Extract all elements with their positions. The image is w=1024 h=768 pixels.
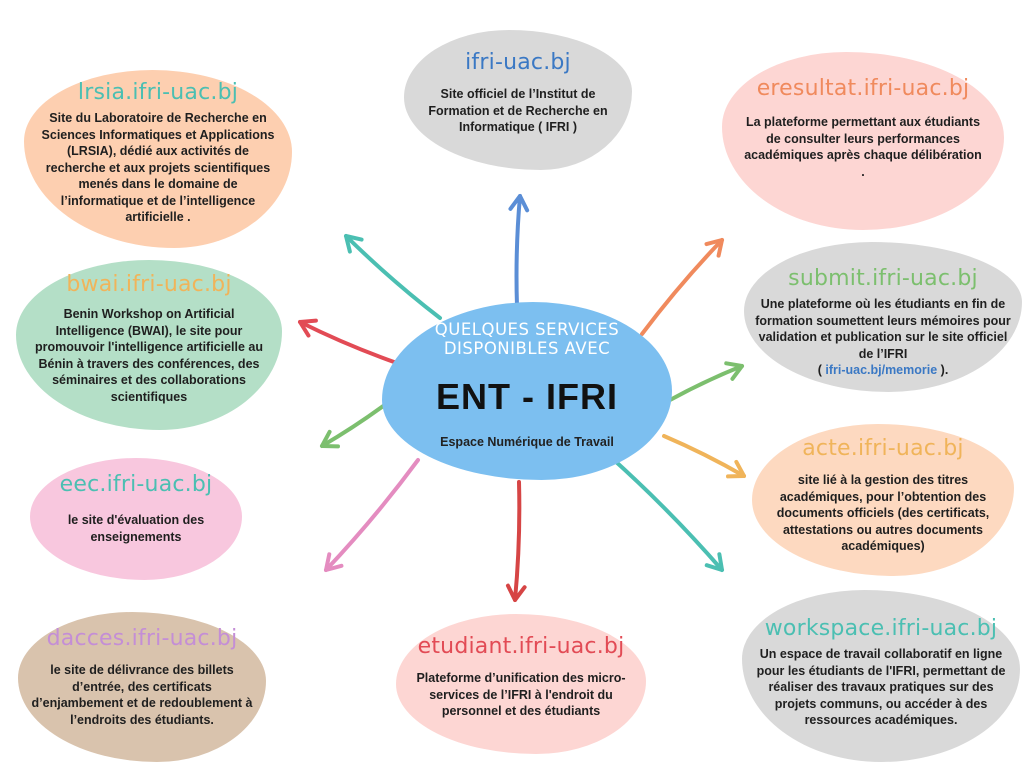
service-title-workspace[interactable]: workspace.ifri-uac.bj — [764, 616, 998, 641]
service-title-lrsia[interactable]: lrsia.ifri-uac.bj — [77, 80, 239, 105]
center-title: ENT - IFRI — [436, 376, 618, 417]
arrow-to-lrsia — [344, 234, 442, 320]
service-title-eec[interactable]: eec.ifri-uac.bj — [59, 472, 213, 497]
service-desc-eresultat: La plateforme permettant aux étudiants d… — [744, 115, 982, 179]
arrow-to-etudiant — [505, 480, 527, 602]
center-heading-line2: DISPONIBLES AVEC — [443, 339, 611, 358]
service-desc-ifri: Site officiel de l’Institut de Formation… — [428, 87, 608, 134]
arrow-to-acte — [662, 434, 746, 479]
service-desc-bwai: Benin Workshop on Artificial Intelligenc… — [34, 307, 264, 404]
center-bubble: QUELQUES SERVICES DISPONIBLES AVEC ENT -… — [382, 302, 672, 480]
arrow-to-workspace — [612, 458, 724, 572]
service-bubble-etudiant[interactable]: etudiant.ifri-uac.bj Plateforme d’unific… — [396, 614, 646, 754]
service-bubble-submit[interactable]: submit.ifri-uac.bj Une plateforme où les… — [744, 242, 1022, 392]
service-bubble-lrsia[interactable]: lrsia.ifri-uac.bj Site du Laboratoire de… — [24, 70, 292, 248]
arrow-to-bwai — [298, 318, 396, 364]
service-desc-lrsia: Site du Laboratoire de Recherche en Scie… — [41, 111, 275, 224]
service-desc-acte: site lié à la gestion des titres académi… — [776, 473, 990, 553]
service-title-eresultat[interactable]: eresultat.ifri-uac.bj — [756, 76, 970, 101]
arrow-to-dacces — [324, 458, 420, 572]
service-title-etudiant[interactable]: etudiant.ifri-uac.bj — [417, 634, 625, 659]
submit-link-close: ). — [937, 363, 949, 377]
service-bubble-eec[interactable]: eec.ifri-uac.bj le site d'évaluation des… — [30, 458, 242, 580]
service-bubble-bwai[interactable]: bwai.ifri-uac.bj Benin Workshop on Artif… — [16, 260, 282, 430]
submit-link-open: ( — [817, 363, 826, 377]
arrow-to-submit — [668, 361, 744, 402]
service-title-acte[interactable]: acte.ifri-uac.bj — [802, 436, 964, 461]
arrow-to-eresultat — [640, 238, 724, 336]
service-bubble-ifri[interactable]: ifri-uac.bj Site officiel de l’Institut … — [404, 30, 632, 170]
service-title-dacces[interactable]: dacces.ifri-uac.bj — [46, 626, 238, 651]
service-desc-dacces: le site de délivrance des billets d’entr… — [31, 663, 253, 727]
service-title-ifri[interactable]: ifri-uac.bj — [465, 50, 571, 75]
service-bubble-workspace[interactable]: workspace.ifri-uac.bj Un espace de trava… — [742, 590, 1020, 762]
service-bubble-acte[interactable]: acte.ifri-uac.bj site lié à la gestion d… — [752, 424, 1014, 576]
service-desc-submit: Une plateforme où les étudiants en fin d… — [754, 296, 1012, 379]
service-bubble-eresultat[interactable]: eresultat.ifri-uac.bj La plateforme perm… — [722, 52, 1004, 230]
service-bubble-dacces[interactable]: dacces.ifri-uac.bj le site de délivrance… — [18, 612, 266, 762]
arrow-to-ifri — [508, 194, 530, 308]
center-subtitle: Espace Numérique de Travail — [440, 435, 614, 449]
memoire-link[interactable]: ifri-uac.bj/memorie — [825, 363, 938, 377]
service-title-submit[interactable]: submit.ifri-uac.bj — [788, 266, 978, 291]
service-title-bwai[interactable]: bwai.ifri-uac.bj — [66, 272, 232, 297]
center-heading-line1: QUELQUES SERVICES — [434, 320, 620, 339]
service-desc-etudiant: Plateforme d’unification des micro-servi… — [416, 671, 626, 718]
service-desc-submit-text: Une plateforme où les étudiants en fin d… — [755, 297, 1011, 361]
service-desc-eec: le site d'évaluation des enseignements — [67, 513, 205, 544]
center-heading: QUELQUES SERVICES DISPONIBLES AVEC — [382, 320, 672, 358]
service-desc-workspace: Un espace de travail collaboratif en lig… — [756, 647, 1006, 727]
